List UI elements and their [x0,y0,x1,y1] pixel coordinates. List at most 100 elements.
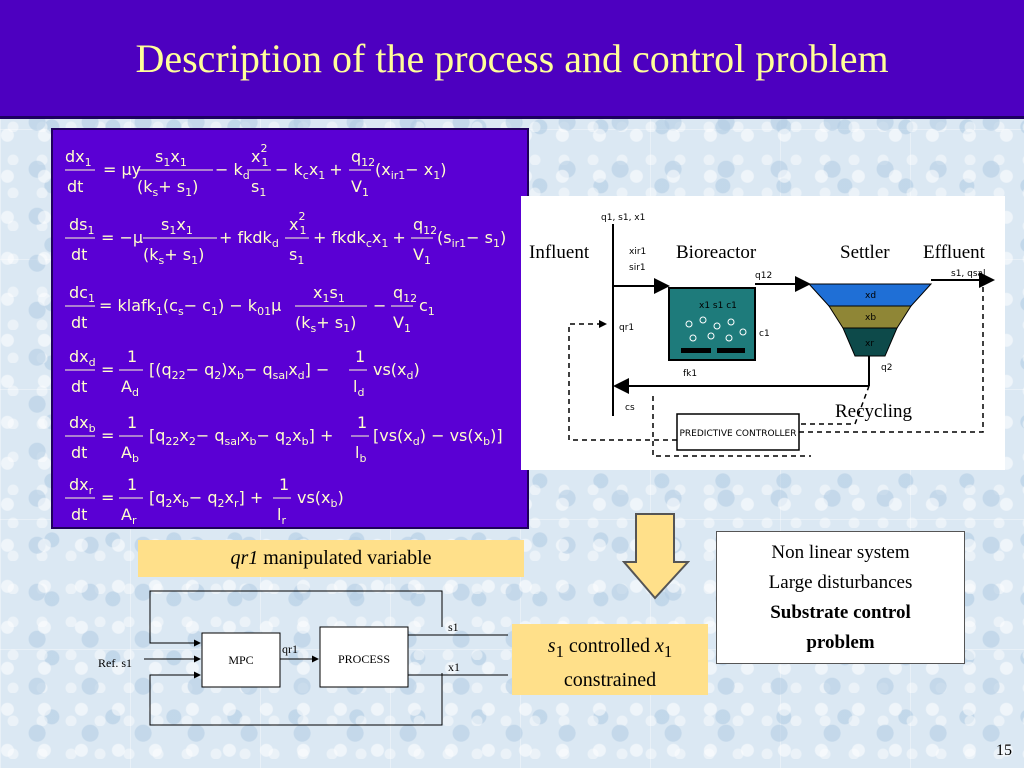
mpc-block-diagram-svg: MPC PROCESS qr1 Ref. s1 s1 x1 [98,590,508,726]
nonlinear-text: Non linear system [771,542,910,563]
eq6-lhs-den: dt [71,505,87,524]
equation-6: dxr dt = 1 Ar [q2xb− q2xr] + 1 lr vs(xb) [65,475,344,527]
x-variable: x [655,635,664,657]
eq4-lhs-num: dxd [69,347,96,369]
eq3-minus: − [373,296,386,315]
eq5-body: [q22x2− qsalxb− q2xb] + [149,426,333,448]
eq1-q-den: V1 [351,177,369,199]
process-diagram: Influent Bioreactor Settler Effluent Rec… [521,196,1005,470]
eq2-mu: = −μ [101,228,143,247]
controlled-line-1: s1 controlled x1 [512,632,708,666]
eq1-kd: − kd [215,160,250,182]
eq2-lhs-den: dt [71,245,87,264]
equation-3: dc1 dt = klafk1(cs− c1) − k01μ x1s1 (ks+… [65,283,435,335]
x1-output-label: x1 [448,660,460,674]
mpc-label: MPC [228,653,253,667]
constrained-text: constrained [563,669,657,691]
diffuser-1 [681,348,711,353]
eq4-one: 1 [127,347,137,366]
eq1-mu: = μy [103,160,141,179]
eq4-lhs-den: dt [71,377,87,396]
qr1-variable: qr1 [230,547,259,569]
mpc-block-diagram: MPC PROCESS qr1 Ref. s1 s1 x1 [92,585,512,733]
eq3-lhs-den: dt [71,313,87,332]
eq1-f1-num: s1x1 [155,147,187,169]
eq6-lhs-num: dxr [69,475,94,497]
eq3-lhs-num: dc1 [69,283,95,305]
cs-label: cs [625,403,635,413]
eq6-body: [q2xb− q2xr] + [149,488,263,510]
eq4-one2: 1 [355,347,365,366]
xd-label: xd [865,291,876,301]
eq5-lhs-num: dxb [69,413,96,435]
bioreactor-label: Bioreactor [676,242,757,263]
manipulated-variable-box: qr1 manipulated variable [138,540,524,577]
eq2-f2-den: s1 [289,245,304,267]
influent-label: Influent [529,242,590,263]
manipulated-variable-text: manipulated variable [258,547,432,569]
eq4-tail: vs(xd) [373,360,420,382]
eq1-q-num: q12 [351,147,375,169]
eq1-tail: (xir1− x1) [375,160,447,182]
eq6-den2: lr [277,505,286,527]
process-diagram-svg: Influent Bioreactor Settler Effluent Rec… [529,213,995,457]
top-vars-label: q1, s1, x1 [601,213,645,223]
eq5-den: Ab [121,443,139,465]
slide-title: Description of the process and control p… [135,35,889,81]
eq4-den2: ld [353,377,364,399]
eq6-one2: 1 [279,475,289,494]
eq2-lhs-num: ds1 [69,215,95,237]
eq6-eq: = [101,488,114,507]
equation-4: dxd dt = 1 Ad [(q22− q2)xb− qsalxd] − 1 … [65,347,420,399]
eq3-q-den: V1 [393,313,411,335]
effluent-label: Effluent [923,242,986,263]
eq1-lhs-den: dt [67,177,83,196]
q12-label: q12 [755,271,772,281]
eq2-q-den: V1 [413,245,431,267]
eq5-eq: = [101,426,114,445]
feedback-lines [144,590,508,726]
eq2-f1-num: s1x1 [161,215,193,237]
sir1-label: sir1 [629,263,646,273]
fk1-label: fk1 [683,369,697,379]
eq6-one: 1 [127,475,137,494]
disturbances-text: Large disturbances [768,572,913,593]
eq3-f-den: (ks+ s1) [295,313,356,335]
x-subscript: 1 [663,642,673,661]
eq5-lhs-den: dt [71,443,87,462]
eq5-one: 1 [127,413,137,432]
eq3-body: = klafk1(cs− c1) − k01μ [99,296,281,318]
eq6-tail: vs(xb) [297,488,344,510]
qr1-signal-label: qr1 [282,642,298,656]
settler-label: Settler [840,242,890,263]
equation-5: dxb dt = 1 Ab [q22x2− qsalxb− q2xb] + 1 … [65,413,503,465]
down-arrow-icon [622,513,690,600]
eq2-q-num: q12 [413,215,437,237]
eq1-f1-den: (ks+ s1) [137,177,198,199]
s-subscript: 1 [555,642,564,661]
eq1-lhs-num: dx1 [65,147,92,169]
substrate-control-text: Substrate control [770,602,911,623]
eq5-tail: [vs(xd) − vs(xb)] [373,426,503,448]
eq5-den2: lb [355,443,366,465]
process-label: PROCESS [338,652,390,666]
xr-label: xr [865,339,874,349]
eq1-kc: − kcx1+ [275,160,343,182]
eq1-f2-den: s1 [251,177,266,199]
eq5-one2: 1 [357,413,367,432]
eq6-den: Ar [121,505,137,527]
mpc-block [201,632,281,688]
problem-text: problem [806,632,875,653]
eq3-tail: c1 [419,296,435,318]
qr1-label: qr1 [619,323,634,333]
eq4-eq: = [101,360,114,379]
s1-output-label: s1 [448,620,459,634]
eq3-q-num: q12 [393,283,417,305]
ref-s1-label: Ref. s1 [98,656,132,670]
